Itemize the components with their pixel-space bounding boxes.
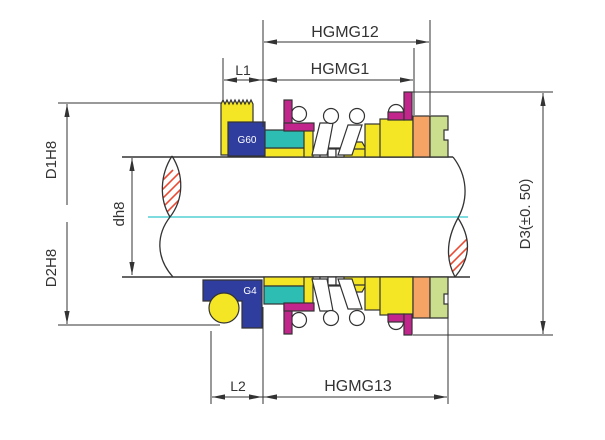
g4-block bbox=[202, 279, 263, 329]
gland-step-top bbox=[379, 118, 414, 158]
seal-face-top bbox=[263, 129, 308, 149]
retainer-left-top bbox=[283, 99, 315, 132]
dimension-l1-hgmg1: L1 HGMG1 bbox=[222, 48, 415, 115]
g60-block bbox=[227, 121, 266, 157]
dh8-label: dh8 bbox=[111, 201, 128, 226]
stationary-seat-top bbox=[429, 115, 449, 158]
gland-step-bottom bbox=[379, 276, 414, 316]
break-symbol-left bbox=[159, 155, 182, 278]
l2-label: L2 bbox=[230, 378, 246, 394]
dimension-dh8: dh8 bbox=[111, 158, 135, 275]
seal-assembly-bottom: G4 bbox=[202, 276, 449, 336]
seal-face-bottom bbox=[263, 285, 308, 305]
g4-label: G4 bbox=[243, 286, 257, 297]
hgmg12-label: HGMG12 bbox=[311, 24, 379, 41]
l1-label: L1 bbox=[235, 62, 251, 78]
break-symbol-right bbox=[447, 156, 469, 278]
spring-coils-top bbox=[290, 103, 405, 156]
retainer-right-top bbox=[387, 91, 413, 121]
d2h8-label: D2H8 bbox=[43, 249, 60, 287]
hgmg13-label: HGMG13 bbox=[324, 378, 392, 395]
d1h8-label: D1H8 bbox=[43, 141, 60, 179]
retainer-left-bottom bbox=[283, 302, 315, 335]
o-ring bbox=[208, 292, 240, 324]
seat-cup-bottom bbox=[412, 276, 431, 319]
d3-label: D3(±0. 50) bbox=[517, 179, 534, 250]
section-hatch-left bbox=[162, 169, 181, 217]
dimension-hgmg12: HGMG12 bbox=[262, 20, 431, 127]
hgmg1-label: HGMG1 bbox=[311, 61, 370, 78]
seal-assembly-top: G60 bbox=[220, 91, 449, 158]
dimension-d1h8-d2h8: D1H8 D2H8 bbox=[43, 102, 221, 326]
g60-label: G60 bbox=[238, 135, 257, 146]
retainer-right-bottom bbox=[387, 313, 413, 336]
dimension-d3: D3(±0. 50) bbox=[412, 91, 553, 336]
dimension-l2-hgmg13: L2 HGMG13 bbox=[210, 278, 449, 404]
seat-cup-top bbox=[412, 115, 431, 158]
stationary-seat-bottom bbox=[429, 276, 449, 319]
